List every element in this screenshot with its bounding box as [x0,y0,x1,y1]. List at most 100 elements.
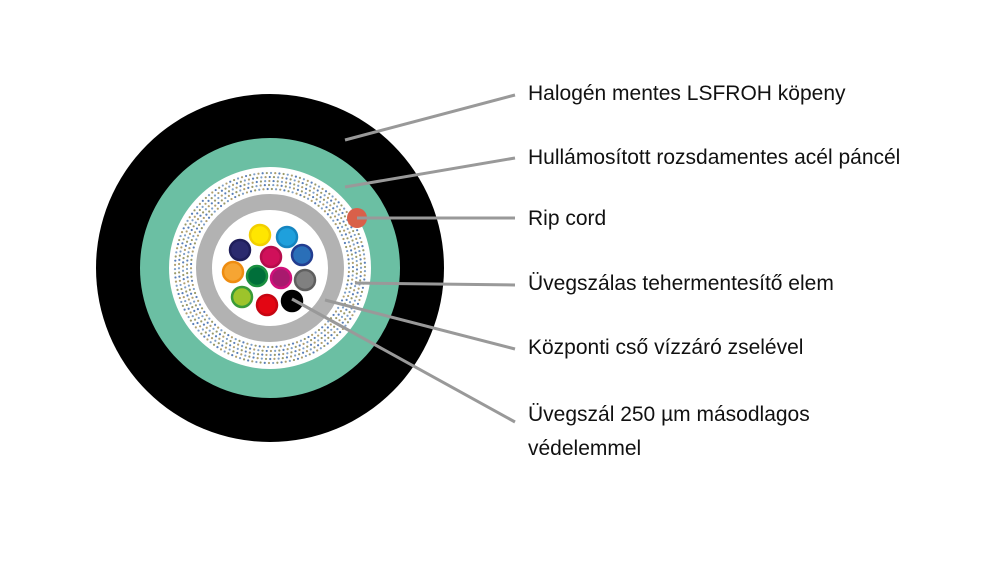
glass-yarn-dot [273,353,276,356]
glass-yarn-dot [191,250,194,253]
glass-yarn-dot [279,188,282,191]
glass-yarn-dot [314,202,317,205]
glass-yarn-dot [176,243,180,246]
glass-yarn-dot [213,210,216,213]
glass-yarn-dot [201,211,205,214]
leader-line-fiber [291,297,516,424]
glass-yarn-dot [276,180,279,183]
glass-yarn-dot [347,241,351,244]
glass-yarn-dot [211,332,214,335]
glass-yarn-dot [255,360,258,364]
glass-yarn-dot [182,273,185,277]
glass-yarn-dot [318,200,322,203]
glass-yarn-dot [211,320,214,323]
glass-yarn-dot [340,299,344,302]
glass-yarn-dot [299,194,302,197]
glass-yarn-dot [244,346,248,349]
glass-yarn-dot [284,360,287,363]
glass-yarn-dot [265,353,268,357]
glass-yarn-dot [185,267,189,271]
glass-yarn-dot [230,336,234,339]
glass-yarn-dot [302,342,305,345]
glass-yarn-dot [184,286,187,289]
glass-yarn-dot [183,282,186,285]
glass-yarn-dot [350,282,353,285]
glass-yarn-dot [309,185,312,188]
glass-yarn-dot [187,280,190,283]
glass-yarn-dot [343,291,347,294]
glass-yarn-dot [207,216,211,219]
glass-yarn-dot [217,196,220,200]
glass-yarn-dot [229,339,232,343]
glass-yarn-dot [231,354,234,357]
glass-yarn-dot [189,242,192,246]
glass-yarn-dot [279,345,282,348]
glass-yarn-dot [323,194,326,197]
glass-yarn-dot [346,237,349,240]
glass-yarn-dot [240,345,244,348]
glass-yarn-dot [187,236,190,239]
glass-yarn-dot [312,351,315,354]
fiber-9 [293,268,317,292]
glass-yarn-dot [250,343,253,346]
glass-yarn-dot [355,295,358,298]
glass-yarn-dot [182,257,185,260]
glass-yarn-dot [259,184,262,187]
glass-yarn-dot [323,344,326,348]
glass-yarn-dot [180,287,183,291]
glass-yarn-dot [187,315,190,319]
glass-yarn-dot [190,238,193,242]
glass-yarn-dot [353,310,356,313]
glass-yarn-dot [346,279,350,282]
glass-yarn-dot [182,227,185,230]
glass-yarn-dot [190,258,193,261]
glass-yarn-dot [203,335,206,338]
glass-yarn-dot [277,176,280,179]
glass-yarn-dot [243,183,246,186]
glass-yarn-dot [330,328,333,331]
glass-yarn-dot [346,314,349,317]
label-strength-member: Üvegszálas tehermentesítő elem [528,272,834,295]
glass-yarn-dot [363,274,366,277]
glass-yarn-dot [341,211,344,215]
glass-yarn-dot [342,237,345,241]
glass-yarn-dot [200,332,203,335]
glass-yarn-dot [263,361,266,364]
glass-yarn-dot [329,204,332,207]
glass-yarn-dot [180,246,183,249]
glass-yarn-dot [338,230,342,233]
glass-yarn-dot [187,226,190,229]
glass-yarn-dot [182,296,185,299]
glass-yarn-dot [317,334,320,337]
glass-yarn-dot [189,262,193,266]
glass-yarn-dot [333,331,336,334]
glass-yarn-dot [217,201,220,205]
glass-yarn-dot [319,347,322,350]
glass-yarn-dot [244,350,247,353]
glass-yarn-dot [333,215,337,218]
glass-yarn-dot [244,174,248,178]
glass-yarn-dot [216,207,219,210]
glass-yarn-dot [333,202,336,205]
glass-yarn-dot [233,341,236,345]
glass-yarn-dot [257,349,260,352]
glass-yarn-dot [236,351,239,355]
glass-yarn-dot [298,353,301,356]
glass-yarn-dot [207,334,210,337]
fiber-1 [248,223,272,247]
glass-yarn-dot [301,351,305,354]
glass-yarn-dot [287,190,290,193]
glass-yarn-dot [256,357,259,360]
glass-yarn-dot [224,196,227,200]
glass-yarn-dot [183,234,187,237]
glass-yarn-dot [350,226,353,229]
glass-yarn-dot [238,357,242,360]
label-central-tube: Központi cső vízzáró zselével [528,336,804,359]
glass-yarn-dot [334,223,337,226]
glass-yarn-dot [224,187,227,190]
glass-yarn-dot [204,331,207,334]
glass-yarn-dot [209,324,212,327]
glass-yarn-dot [332,219,335,222]
glass-yarn-dot [353,233,356,237]
glass-yarn-dot [234,338,237,341]
